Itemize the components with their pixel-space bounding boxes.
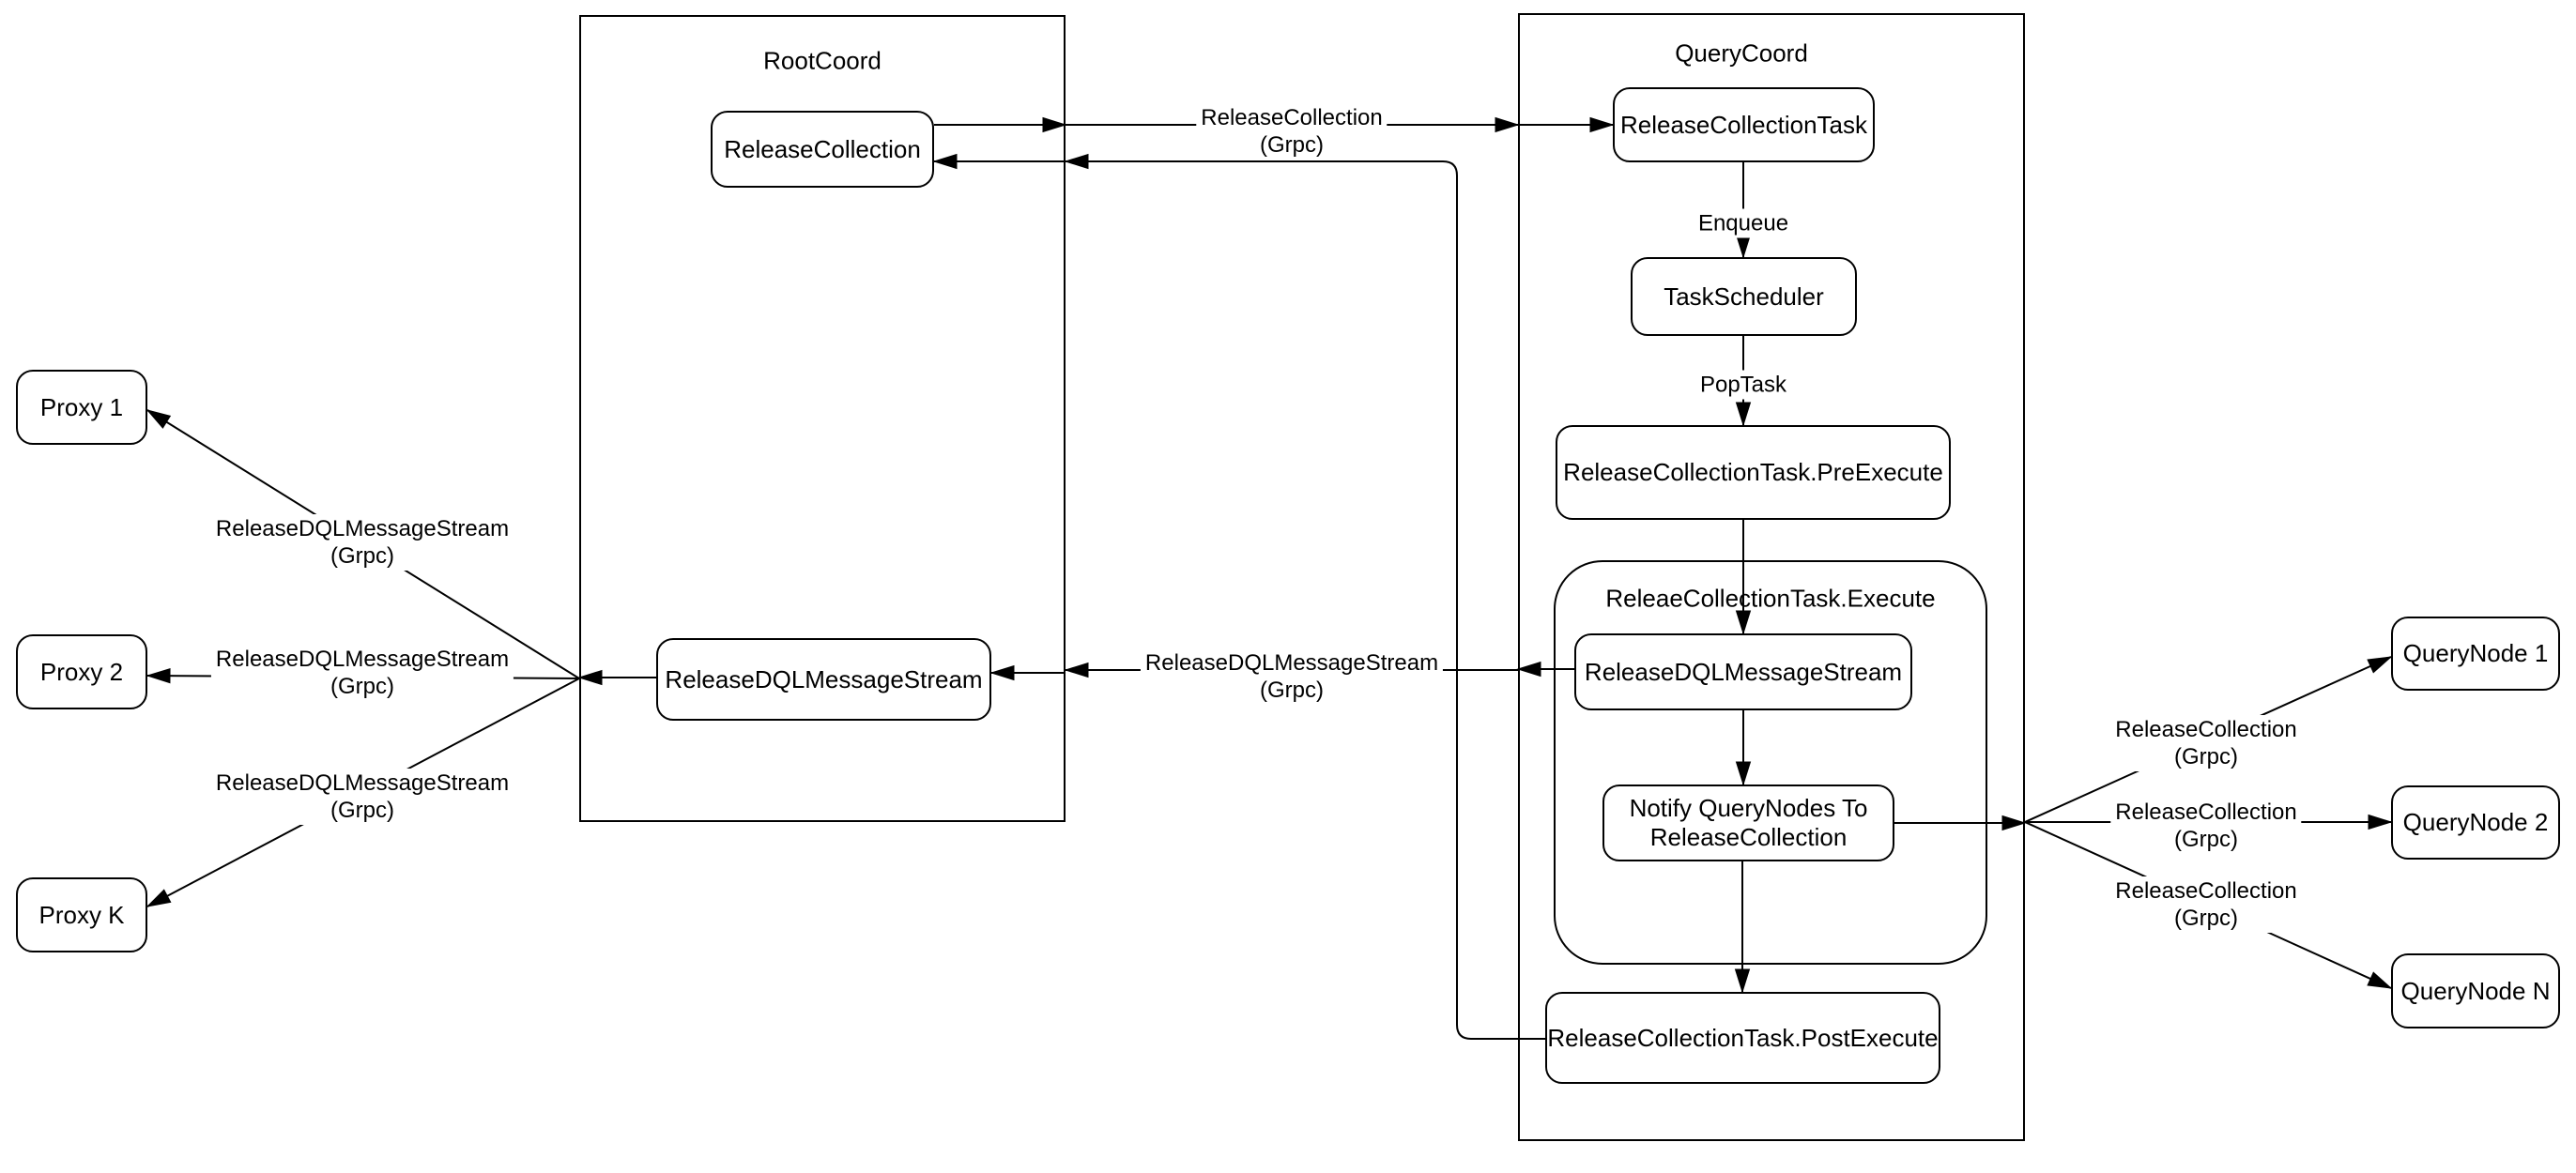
edge-label-line2: (Grpc): [2173, 744, 2238, 769]
edge-label-line1: ReleaseCollection: [2115, 800, 2297, 825]
edge-label-dqlstream-grpc-proxyk: ReleaseDQLMessageStream (Grpc): [210, 769, 514, 825]
edge-label-dqlstream-grpc-proxy2: ReleaseDQLMessageStream (Grpc): [210, 645, 514, 701]
edge-label-enqueue: Enqueue: [1693, 208, 1794, 238]
container-execute-group: [1554, 560, 1987, 965]
edge-label-poptask: PopTask: [1694, 370, 1792, 400]
querycoord-title: QueryCoord: [1675, 38, 1808, 68]
edge-label-line2: (Grpc): [2173, 827, 2238, 852]
node-release-collection-task: ReleaseCollectionTask: [1613, 87, 1875, 162]
node-proxy-1: Proxy 1: [16, 370, 147, 445]
edge-label-line1: ReleaseCollection: [2115, 717, 2297, 742]
edge-label-line2: (Grpc): [1259, 678, 1324, 703]
node-notify-querynodes: Notify QueryNodes To ReleaseCollection: [1602, 785, 1894, 861]
edge-label-line1: ReleaseDQLMessageStream: [215, 770, 510, 796]
node-querynode-1: QueryNode 1: [2391, 617, 2560, 691]
edge-label-releasecollection-grpc-qnn: ReleaseCollection (Grpc): [2110, 876, 2302, 933]
execute-group-title: ReleaeCollectionTask.Execute: [1605, 584, 1936, 613]
node-querynode-n: QueryNode N: [2391, 953, 2560, 1028]
edge-label-releasecollection-grpc: ReleaseCollection (Grpc): [1196, 103, 1388, 160]
rootcoord-title: RootCoord: [763, 46, 882, 75]
edge-label-line2: (Grpc): [330, 674, 394, 699]
node-post-execute: ReleaseCollectionTask.PostExecute: [1545, 992, 1940, 1084]
container-rootcoord: [579, 15, 1066, 822]
edge-label-dqlstream-grpc: ReleaseDQLMessageStream (Grpc): [1140, 648, 1444, 705]
edge-label-line2: (Grpc): [2173, 906, 2238, 931]
node-task-scheduler: TaskScheduler: [1631, 257, 1857, 336]
edge-label-line1: ReleaseDQLMessageStream: [215, 516, 510, 541]
edge-postexecute-return-to-rootcoord: [1064, 153, 1545, 1040]
node-querynode-2: QueryNode 2: [2391, 785, 2560, 860]
edge-label-dqlstream-grpc-proxy1: ReleaseDQLMessageStream (Grpc): [210, 514, 514, 571]
node-rootcoord-dql-stream: ReleaseDQLMessageStream: [656, 638, 991, 721]
edge-label-line2: (Grpc): [330, 798, 394, 823]
edge-label-line1: ReleaseCollection: [2115, 878, 2297, 904]
edge-label-line2: (Grpc): [330, 543, 394, 569]
container-querycoord: [1518, 13, 2025, 1141]
edge-label-line1: ReleaseDQLMessageStream: [1144, 650, 1439, 676]
edge-label-line1: ReleaseCollection: [1201, 105, 1383, 130]
edge-label-line1: ReleaseDQLMessageStream: [215, 647, 510, 672]
edge-label-releasecollection-grpc-qn2: ReleaseCollection (Grpc): [2110, 798, 2302, 854]
node-execute-dql-stream: ReleaseDQLMessageStream: [1574, 633, 1912, 710]
node-release-collection: ReleaseCollection: [711, 111, 934, 188]
node-pre-execute: ReleaseCollectionTask.PreExecute: [1556, 425, 1951, 520]
edge-label-releasecollection-grpc-qn1: ReleaseCollection (Grpc): [2110, 715, 2302, 771]
node-proxy-2: Proxy 2: [16, 634, 147, 709]
node-proxy-k: Proxy K: [16, 877, 147, 952]
edge-label-line2: (Grpc): [1259, 132, 1324, 158]
